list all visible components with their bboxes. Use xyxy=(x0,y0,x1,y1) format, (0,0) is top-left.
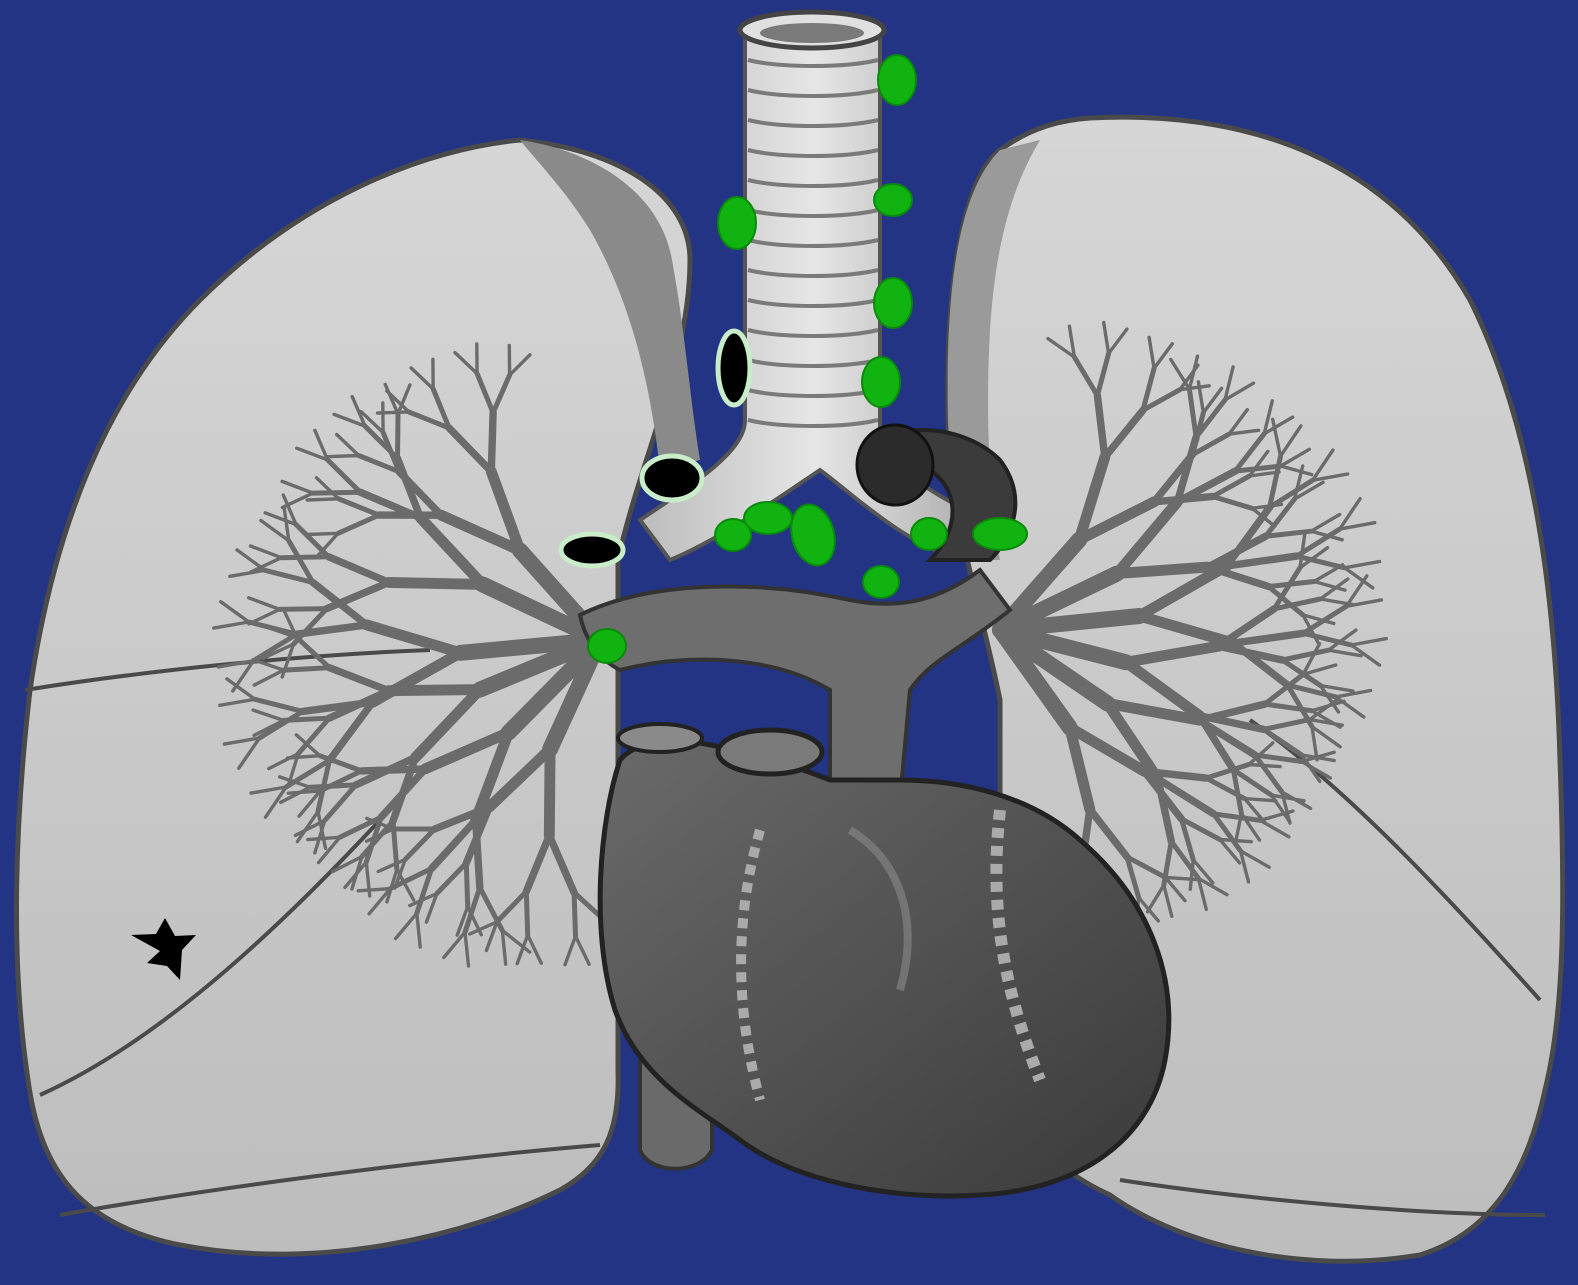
bronchus-branch xyxy=(284,668,330,670)
lymph-node-green xyxy=(874,278,912,328)
bronchus-branch xyxy=(281,557,328,558)
trachea-lumen xyxy=(760,23,864,43)
bronchus-branch xyxy=(288,756,320,758)
bronchus-branch xyxy=(284,718,330,720)
bronchus-branch xyxy=(1117,567,1208,573)
bronchus-branch xyxy=(307,533,338,534)
bronchus-branch xyxy=(1245,799,1276,801)
bronchus-branch xyxy=(491,413,493,472)
aortic-root-opening xyxy=(618,724,702,752)
bronchus-branch xyxy=(549,749,550,835)
lymph-node-green xyxy=(588,629,626,663)
lymph-node-green xyxy=(862,357,900,407)
lymph-node-green xyxy=(718,197,756,249)
bronchus-branch xyxy=(1249,765,1280,767)
aortic-lumen xyxy=(857,425,933,505)
lymph-node-green xyxy=(874,184,912,216)
bronchus-branch xyxy=(362,769,426,771)
bronchus-branch xyxy=(466,863,467,907)
bronchus-branch xyxy=(307,499,338,500)
bronchus-branch xyxy=(1220,840,1251,842)
bronchus-branch xyxy=(389,582,483,584)
lymph-node-green xyxy=(744,502,792,534)
bronchus-branch xyxy=(327,456,358,457)
bronchus-branch xyxy=(1165,877,1196,879)
pulmonary-root-opening xyxy=(718,730,822,774)
lymph-node-black xyxy=(642,456,702,500)
bronchus-branch xyxy=(313,492,360,493)
bronchus-branch xyxy=(288,791,320,793)
lymph-node-green xyxy=(973,518,1027,550)
bronchus-branch xyxy=(398,414,399,459)
lymph-node-green xyxy=(863,566,899,598)
bronchus-branch xyxy=(574,893,575,937)
bronchus-branch xyxy=(280,609,327,610)
lymph-node-green xyxy=(911,518,947,550)
lymph-node-green xyxy=(715,519,751,551)
bronchus-branch xyxy=(378,412,409,413)
bronchus-branch xyxy=(389,690,480,691)
bronchus-branch xyxy=(308,837,340,839)
bronchus-branch xyxy=(358,889,390,891)
lymph-node-black xyxy=(718,331,750,405)
lymph-node-green xyxy=(878,55,916,105)
lymph-node-black xyxy=(561,534,623,566)
bronchus-branch xyxy=(526,892,527,936)
